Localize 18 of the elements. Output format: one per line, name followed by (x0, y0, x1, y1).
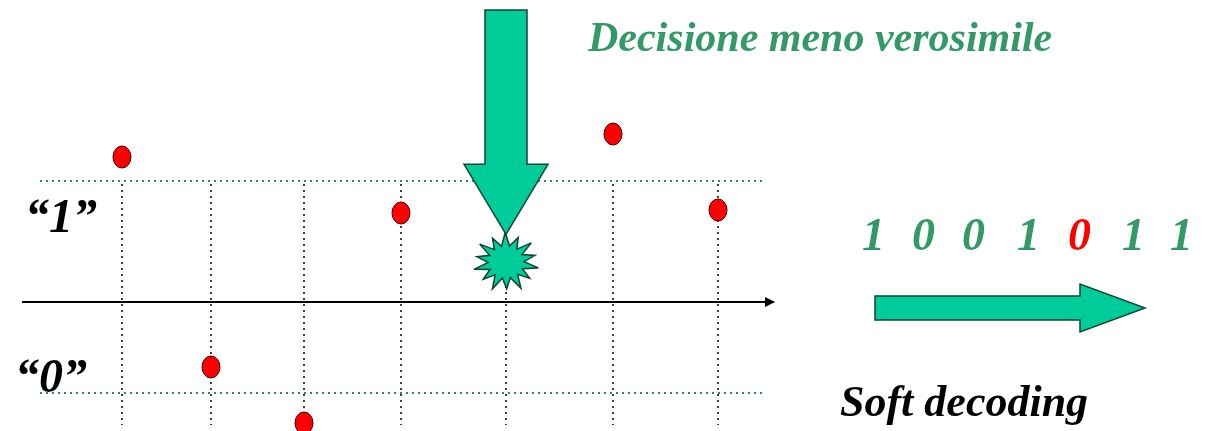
data-point (603, 122, 623, 146)
bit-value: 0 (1068, 212, 1091, 258)
bit-value: 0 (912, 212, 935, 258)
level-label: “1” (25, 192, 97, 240)
bit-value: 0 (962, 212, 985, 258)
data-point (708, 198, 728, 222)
annotation-text: Decisione meno verosimile (588, 16, 1053, 58)
data-point (294, 411, 314, 431)
data-point (391, 201, 411, 225)
bit-value: 1 (1122, 212, 1145, 258)
data-point (201, 355, 221, 379)
bit-value: 1 (1017, 212, 1040, 258)
bit-value: 1 (1170, 212, 1193, 258)
bit-value: 1 (862, 212, 885, 258)
data-point (112, 145, 132, 169)
process-label: Soft decoding (840, 380, 1089, 424)
block-arrow (462, 9, 550, 236)
level-label: “0” (15, 352, 87, 400)
